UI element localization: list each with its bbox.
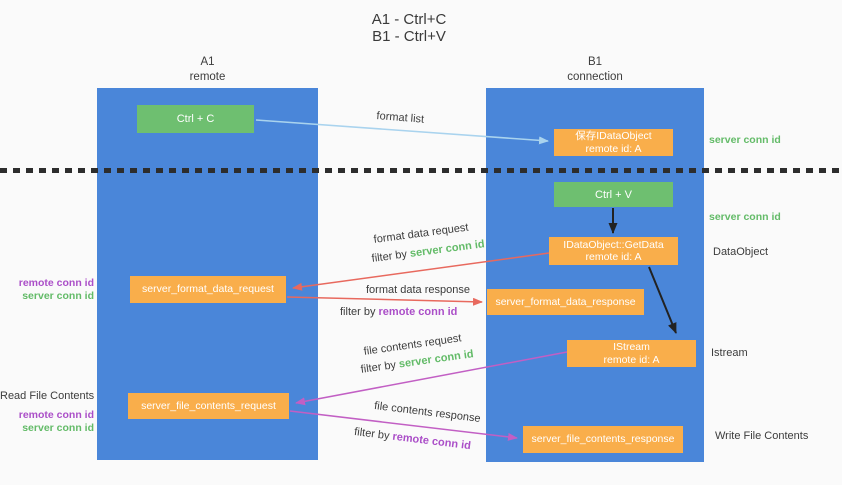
ctrl-v-node: Ctrl + V: [554, 182, 673, 207]
server-file-contents-response-node: server_file_contents_response: [523, 426, 683, 453]
server-file-contents-request-node: server_file_contents_request: [128, 393, 289, 419]
filter-by-text: filter by: [353, 426, 391, 443]
server-file-contents-response-label: server_file_contents_response: [531, 433, 675, 446]
format-list-label: format list: [376, 110, 425, 126]
read-file-contents-label: Read File Contents: [0, 390, 95, 402]
write-file-contents-label: Write File Contents: [715, 430, 809, 442]
save-dataobject-node: 保存IDataObject remote id: A: [554, 129, 673, 156]
title-line-1: A1 - Ctrl+C: [371, 11, 447, 28]
istream-node: IStream remote id: A: [567, 340, 696, 367]
column-header-b1: B1 connection: [486, 55, 704, 85]
column-header-a1: A1 remote: [97, 55, 318, 85]
server-conn-id-label: server conn id: [22, 422, 94, 434]
istream-line2: remote id: A: [603, 353, 660, 366]
save-dataobject-line2: remote id: A: [585, 142, 642, 155]
ctrl-c-label: Ctrl + C: [176, 113, 215, 125]
server-conn-id-label: server conn id: [22, 290, 94, 302]
filter-by-text: filter by: [340, 306, 376, 318]
server-conn-id-text: server conn id: [409, 238, 486, 260]
diagram-title: A1 - Ctrl+C B1 - Ctrl+V: [309, 11, 509, 45]
getdata-line1: IDataObject::GetData: [563, 238, 664, 251]
server-format-data-request-label: server_format_data_request: [142, 283, 274, 296]
title-line-2: B1 - Ctrl+V: [372, 28, 446, 45]
column-a1-name: A1: [200, 56, 215, 68]
remote-conn-id-label: remote conn id: [18, 277, 94, 289]
getdata-line2: remote id: A: [585, 251, 642, 263]
ctrl-v-label: Ctrl + V: [595, 188, 632, 201]
left-conn-id-group-1: remote conn id server conn id: [0, 277, 94, 303]
server-conn-id-right-2: server conn id: [709, 211, 781, 223]
remote-conn-id-label: remote conn id: [18, 409, 94, 421]
remote-conn-id-text: remote conn id: [378, 306, 458, 318]
dataobject-label: DataObject: [713, 246, 769, 258]
remote-conn-id-text: remote conn id: [391, 430, 472, 453]
filter-by-text: filter by: [360, 359, 397, 376]
file-contents-response-label: file contents response: [373, 400, 482, 425]
filter-by-text: filter by: [371, 248, 408, 265]
server-conn-id-right-1: server conn id: [709, 134, 781, 146]
left-conn-id-group-2: remote conn id server conn id: [0, 409, 94, 435]
column-a1-role: remote: [189, 71, 226, 83]
server-format-data-response-node: server_format_data_response: [487, 289, 644, 315]
column-b1-name: B1: [587, 56, 603, 68]
phase-separator-dashed-line: [0, 168, 842, 173]
istream-side-label: Istream: [711, 347, 748, 359]
column-b1-role: connection: [567, 71, 623, 83]
idataobject-getdata-node: IDataObject::GetData remote id: A: [549, 237, 678, 265]
file-contents-response-filter-label: filter by remote conn id: [354, 426, 472, 452]
istream-line1: IStream: [613, 341, 650, 353]
format-data-response-label: format data response: [366, 284, 470, 296]
format-data-response-filter-label: filter by remote conn id: [340, 306, 457, 318]
server-file-contents-request-label: server_file_contents_request: [141, 399, 276, 412]
save-dataobject-line1: 保存IDataObject: [575, 130, 652, 142]
server-format-data-request-node: server_format_data_request: [130, 276, 286, 303]
ctrl-c-node: Ctrl + C: [137, 105, 254, 133]
server-format-data-response-label: server_format_data_response: [495, 295, 636, 308]
